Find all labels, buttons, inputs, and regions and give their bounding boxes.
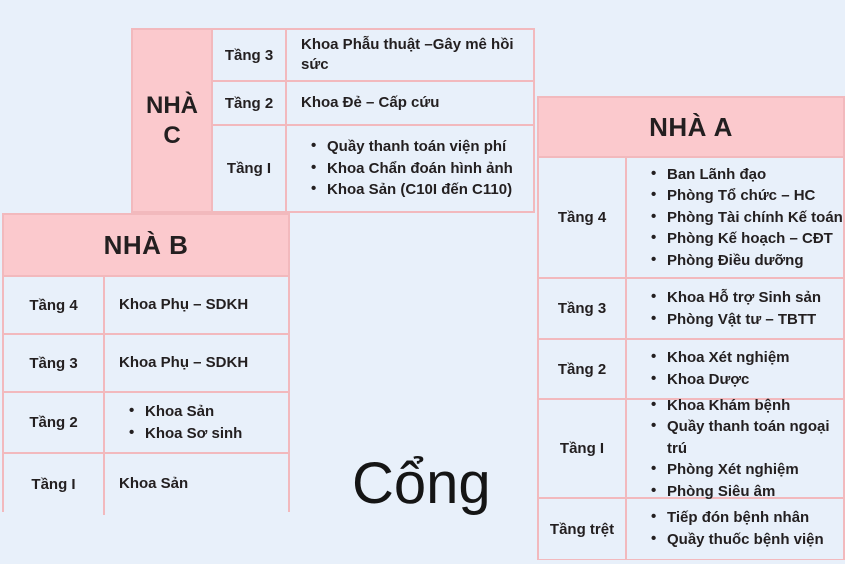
list-item: Khoa Hỗ trợ Sinh sản: [651, 286, 843, 309]
building-block-b: NHÀ B Tầng 4 Khoa Phụ – SDKH Tầng 3 Khoa…: [2, 213, 290, 515]
building-block-c: NHÀ C Tầng 3 Khoa Phẫu thuật –Gây mê hồi…: [131, 28, 535, 213]
floor-text: Khoa Phụ – SDKH: [119, 353, 249, 371]
building-b-rows: Tầng 4 Khoa Phụ – SDKH Tầng 3 Khoa Phụ –…: [4, 277, 288, 515]
list-item: Phòng Tổ chức – HC: [651, 184, 843, 207]
table-row: Tầng 2 Khoa Đẻ – Cấp cứu: [213, 82, 533, 126]
list-item: Khoa Sản: [129, 400, 288, 423]
table-row: Tầng 4 Ban Lãnh đạo Phòng Tổ chức – HC P…: [539, 158, 843, 279]
building-block-a: NHÀ A Tầng 4 Ban Lãnh đạo Phòng Tổ chức …: [537, 96, 845, 560]
list-item: Phòng Kế hoạch – CĐT: [651, 227, 843, 250]
floor-content: Quầy thanh toán viện phí Khoa Chẩn đoán …: [287, 126, 533, 211]
list-item: Quầy thanh toán ngoại trú: [651, 415, 843, 459]
floor-content: Khoa Sản Khoa Sơ sinh: [105, 393, 288, 452]
floor-label: Tầng 2: [213, 82, 288, 124]
building-c-title-line2: C: [163, 121, 181, 149]
floor-content: Ban Lãnh đạo Phòng Tổ chức – HC Phòng Tà…: [627, 158, 843, 277]
department-list: Khoa Khám bệnh Quầy thanh toán ngoại trú…: [641, 394, 843, 503]
floor-label: Tầng 2: [539, 340, 627, 398]
floor-content: Khoa Đẻ – Cấp cứu: [287, 82, 533, 124]
building-c-title: NHÀ C: [133, 30, 214, 211]
floor-content: Tiếp đón bệnh nhân Quầy thuốc bệnh viện: [627, 499, 843, 559]
building-a-title: NHÀ A: [539, 98, 843, 158]
department-list: Quầy thanh toán viện phí Khoa Chẩn đoán …: [301, 135, 533, 201]
floor-text: Khoa Đẻ – Cấp cứu: [301, 93, 440, 111]
floor-label: Tầng 2: [4, 393, 105, 452]
department-list: Ban Lãnh đạo Phòng Tổ chức – HC Phòng Tà…: [641, 163, 843, 272]
list-item: Tiếp đón bệnh nhân: [651, 506, 843, 529]
table-row: Tầng I Quầy thanh toán viện phí Khoa Chẩ…: [213, 126, 533, 211]
floor-label: Tầng 3: [539, 279, 627, 338]
floor-label: Tầng I: [539, 400, 627, 497]
list-item: Khoa Khám bệnh: [651, 394, 843, 417]
list-item: Phòng Siêu âm: [651, 480, 843, 503]
table-row: Tầng 3 Khoa Phụ – SDKH: [4, 335, 288, 393]
floor-label: Tầng 3: [213, 30, 288, 80]
floor-label: Tầng 3: [4, 335, 105, 391]
floor-content: Khoa Xét nghiệm Khoa Dược: [627, 340, 843, 398]
list-item: Quầy thuốc bệnh viện: [651, 528, 843, 551]
list-item: Quầy thanh toán viện phí: [311, 135, 533, 158]
list-item: Phòng Vật tư – TBTT: [651, 308, 843, 331]
department-list: Khoa Hỗ trợ Sinh sản Phòng Vật tư – TBTT: [641, 286, 843, 331]
floor-label: Tầng 4: [539, 158, 627, 277]
gate-label: Cổng: [352, 451, 491, 516]
floor-content: Khoa Hỗ trợ Sinh sản Phòng Vật tư – TBTT: [627, 279, 843, 338]
department-list: Khoa Sản Khoa Sơ sinh: [119, 400, 288, 445]
floor-label: Tầng trệt: [539, 499, 627, 559]
floor-text: Khoa Phẫu thuật –Gây mê hồi sức: [301, 35, 514, 73]
list-item: Khoa Sản (C10I đến C110): [311, 178, 533, 201]
table-row: Tầng 2 Khoa Sản Khoa Sơ sinh: [4, 393, 288, 454]
floor-content: Khoa Khám bệnh Quầy thanh toán ngoại trú…: [627, 394, 843, 501]
table-row: Tầng trệt Tiếp đón bệnh nhân Quầy thuốc …: [539, 499, 843, 559]
building-c-title-line1: NHÀ: [146, 91, 198, 119]
floor-label: Tầng I: [213, 126, 288, 211]
table-row: Tầng 2 Khoa Xét nghiệm Khoa Dược: [539, 340, 843, 400]
floor-label: Tầng 4: [4, 277, 105, 333]
floor-text: Khoa Sản: [119, 475, 189, 493]
floor-content: Khoa Phẫu thuật –Gây mê hồi sức: [287, 30, 533, 80]
table-row: Tầng I Khoa Sản: [4, 454, 288, 515]
department-list: Tiếp đón bệnh nhân Quầy thuốc bệnh viện: [641, 506, 843, 551]
table-row: Tầng 3 Khoa Phẫu thuật –Gây mê hồi sức: [213, 30, 533, 82]
building-c-rows: Tầng 3 Khoa Phẫu thuật –Gây mê hồi sức T…: [213, 30, 533, 211]
table-row: Tầng 4 Khoa Phụ – SDKH: [4, 277, 288, 335]
floor-content: Khoa Sản: [105, 454, 288, 515]
list-item: Khoa Sơ sinh: [129, 422, 288, 445]
building-a-rows: Tầng 4 Ban Lãnh đạo Phòng Tổ chức – HC P…: [539, 158, 843, 559]
list-item: Khoa Chẩn đoán hình ảnh: [311, 157, 533, 180]
table-row: Tầng 3 Khoa Hỗ trợ Sinh sản Phòng Vật tư…: [539, 279, 843, 340]
list-item: Phòng Điều dưỡng: [651, 249, 843, 272]
list-item: Khoa Dược: [651, 368, 843, 391]
floor-content: Khoa Phụ – SDKH: [105, 277, 288, 333]
floor-text: Khoa Phụ – SDKH: [119, 295, 249, 313]
building-b-title: NHÀ B: [4, 215, 288, 277]
floor-label: Tầng I: [4, 454, 105, 515]
list-item: Khoa Xét nghiệm: [651, 346, 843, 369]
table-row: Tầng I Khoa Khám bệnh Quầy thanh toán ng…: [539, 394, 843, 501]
list-item: Ban Lãnh đạo: [651, 163, 843, 186]
list-item: Phòng Tài chính Kế toán: [651, 206, 843, 229]
list-item: Phòng Xét nghiệm: [651, 458, 843, 481]
department-list: Khoa Xét nghiệm Khoa Dược: [641, 346, 843, 391]
floor-content: Khoa Phụ – SDKH: [105, 335, 288, 391]
